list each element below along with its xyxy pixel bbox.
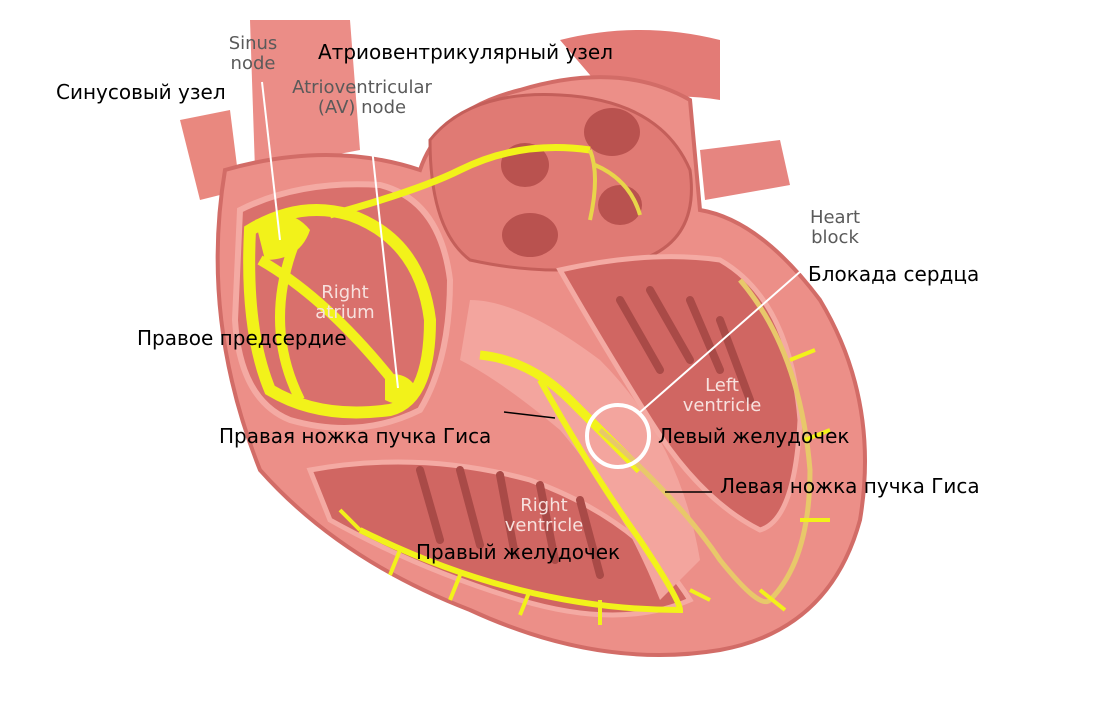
right-ventricle-label: Правый желудочек bbox=[416, 540, 621, 564]
left-ventricle-label: Левый желудочек bbox=[658, 424, 850, 448]
right-bundle-branch-path bbox=[358, 378, 684, 614]
av-node-label-en: Atrioventricular(AV) node bbox=[292, 77, 432, 118]
left-bundle-branch-label: Левая ножка пучка Гиса bbox=[720, 474, 980, 498]
purkinje-fibers bbox=[338, 348, 831, 625]
pulmonary-opening-1 bbox=[584, 108, 640, 156]
right-ventricle-trabeculae bbox=[416, 466, 604, 579]
leader-sinus-node bbox=[261, 81, 281, 241]
right-ventricle-chamber bbox=[306, 459, 694, 618]
heart-block-label: Блокада сердца bbox=[808, 262, 980, 286]
left-atrium-branch bbox=[588, 149, 642, 221]
right-bundle-branch-label: Правая ножка пучка Гиса bbox=[219, 424, 492, 448]
sinus-node-loop bbox=[243, 204, 437, 419]
internodal-pathway-cross bbox=[257, 227, 404, 403]
sinus-node-label: Синусовый узел bbox=[56, 80, 226, 104]
av-node-label: Атриовентрикулярный узел bbox=[318, 40, 613, 64]
atrial-interconnection bbox=[329, 144, 591, 219]
heart-block-marker bbox=[585, 403, 651, 469]
left-atrium-chamber bbox=[428, 93, 693, 272]
left-ventricle-trabeculae bbox=[616, 286, 754, 404]
pulmonary-opening-4 bbox=[502, 213, 558, 257]
leader-av-node bbox=[369, 129, 399, 389]
right-atrium-label: Правое предсердие bbox=[137, 326, 347, 350]
left-bundle-branch-path bbox=[598, 278, 813, 604]
pulmonary-vein-right bbox=[700, 140, 790, 200]
leader-right-bundle-branch bbox=[503, 411, 556, 419]
av-node-blob bbox=[385, 374, 420, 404]
leader-heart-block bbox=[637, 255, 819, 415]
superior-vena-cava bbox=[250, 20, 360, 170]
aorta-vessel bbox=[560, 30, 720, 110]
